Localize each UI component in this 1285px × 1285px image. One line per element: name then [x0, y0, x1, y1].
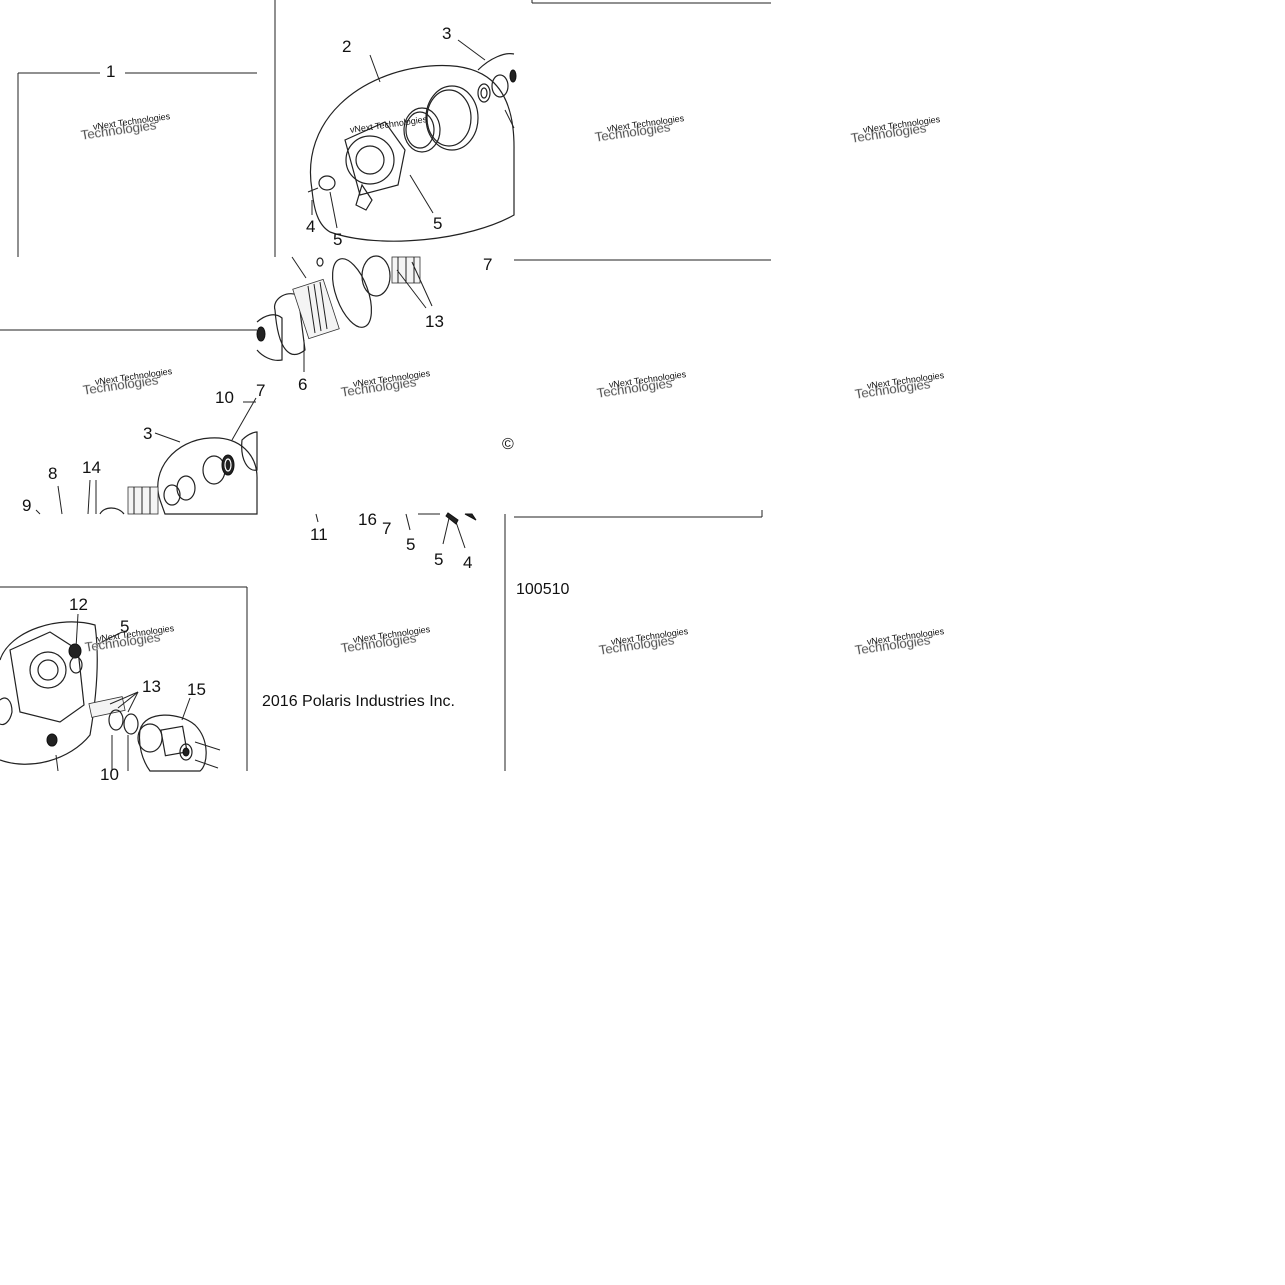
- callout-5: 5: [433, 214, 442, 233]
- callout-10: 10: [215, 388, 234, 407]
- callout-10: 10: [100, 765, 119, 784]
- watermark: vNext Technologies: [349, 114, 428, 135]
- callout-13: 13: [142, 677, 161, 696]
- assembly-top-center: [307, 39, 517, 242]
- callout-3: 3: [143, 424, 152, 443]
- assembly-middle-lower: [35, 397, 258, 515]
- callout-14: 14: [82, 458, 101, 477]
- frame-lines: [0, 0, 771, 771]
- callout-7: 7: [483, 255, 492, 274]
- callout-12: 12: [69, 595, 88, 614]
- callout-8: 8: [48, 464, 57, 483]
- callout-7: 7: [256, 381, 265, 400]
- callout-5: 5: [434, 550, 443, 569]
- callout-numbers: 1 2 3 4 5 5 7 13 6 10 7 3 8 14 9 16 7 11…: [22, 24, 492, 784]
- svg-text:vNext Technologies: vNext Technologies: [349, 114, 428, 135]
- copyright-text: 2016 Polaris Industries Inc.: [262, 693, 455, 710]
- assembly-2-outline: [309, 64, 515, 242]
- callout-9: 9: [22, 496, 31, 515]
- callout-3: 3: [442, 24, 451, 43]
- assembly-lower-center: [315, 512, 477, 549]
- callout-16: 16: [358, 510, 377, 529]
- callout-15: 15: [187, 680, 206, 699]
- assembly-bottom-left: [0, 613, 221, 772]
- callout-4: 4: [306, 217, 315, 236]
- copyright-symbol: ©: [502, 436, 514, 453]
- assembly-middle: [256, 255, 433, 372]
- callout-11: 11: [310, 525, 328, 544]
- callout-1: 1: [106, 62, 115, 81]
- callout-6: 6: [298, 375, 307, 394]
- callout-4: 4: [463, 553, 472, 572]
- assembly-3-outline: [477, 53, 515, 71]
- callout-5: 5: [333, 230, 342, 249]
- callout-2: 2: [342, 37, 351, 56]
- callout-5: 5: [120, 617, 129, 636]
- callout-13: 13: [425, 312, 444, 331]
- callout-5: 5: [406, 535, 415, 554]
- callout-7: 7: [382, 519, 391, 538]
- diagram-number: 100510: [516, 581, 569, 598]
